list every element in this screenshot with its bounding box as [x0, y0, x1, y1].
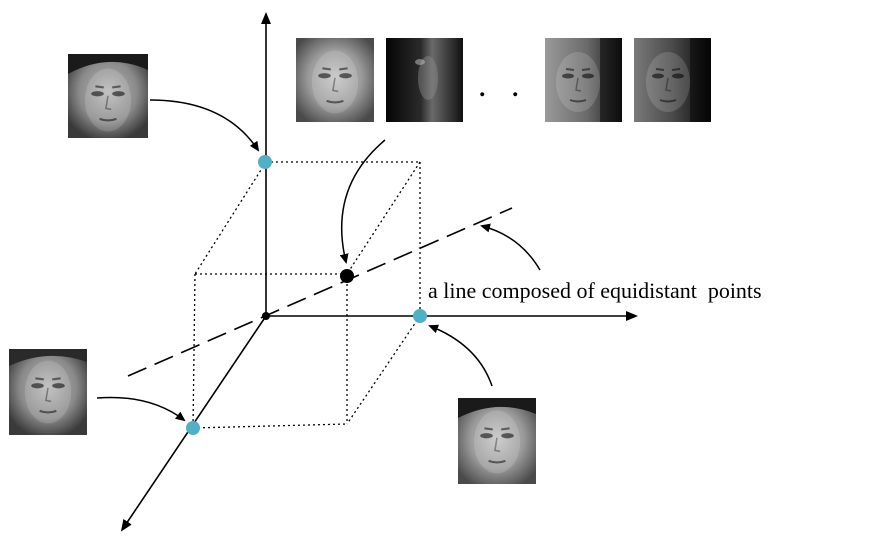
point-z-axis — [186, 421, 200, 435]
curved-arrows — [96, 99, 541, 422]
arrow-bottom-right-face — [428, 324, 493, 387]
arrow-top-left-face — [149, 99, 260, 152]
face-image-top-left — [68, 54, 148, 138]
origin-point — [262, 312, 270, 320]
arrow-to-line-label — [480, 223, 541, 271]
equidistant-line-label: a line composed of equidistant points — [428, 278, 762, 303]
equidistant-line — [127, 207, 513, 377]
face-image-bottom-right — [458, 398, 536, 484]
face-image-row-4 — [634, 38, 711, 122]
svg-text:. . .: . . . — [478, 67, 561, 104]
point-y-axis — [258, 155, 272, 169]
face-image-row-2 — [386, 38, 463, 122]
center-point — [340, 269, 354, 283]
dotted-box — [192, 161, 421, 429]
arrow-row-to-center — [339, 139, 386, 264]
point-x-axis — [413, 309, 427, 323]
face-image-row-3 — [545, 38, 622, 122]
arrow-left-face — [96, 396, 186, 422]
ellipsis-label: . . . — [478, 67, 561, 104]
face-image-row-1 — [296, 38, 374, 122]
face-image-left — [9, 349, 87, 435]
points — [186, 155, 427, 435]
